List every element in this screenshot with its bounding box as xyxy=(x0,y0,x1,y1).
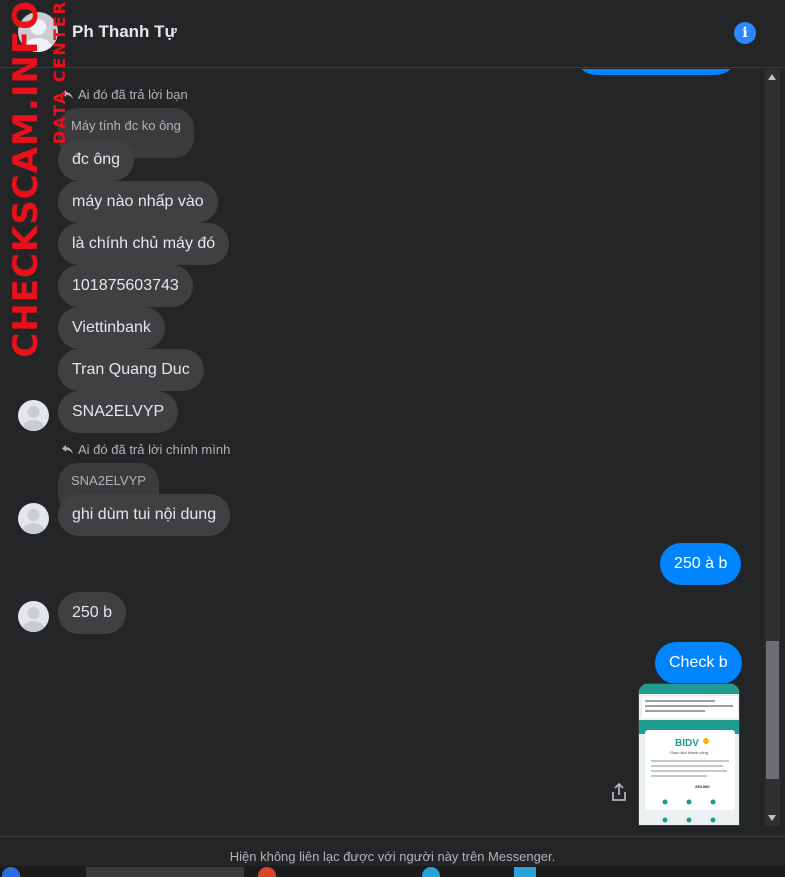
outgoing-message[interactable]: 250 à b xyxy=(660,543,742,585)
bank-receipt-image: BIDV Giao dịch thành công 250.000 xyxy=(639,684,739,825)
sender-avatar[interactable] xyxy=(18,503,49,534)
quoted-message-text: Máy tính đc ko ông xyxy=(71,118,181,133)
taskbar-app-button[interactable] xyxy=(422,867,440,877)
reply-indicator-text: Ai đó đã trả lời chính mình xyxy=(78,442,231,457)
reply-indicator: Ai đó đã trả lời bạn xyxy=(62,87,188,102)
sender-avatar[interactable] xyxy=(18,601,49,632)
incoming-message[interactable]: ghi dùm tui nội dung xyxy=(58,494,231,536)
incoming-message[interactable]: Tran Quang Duc xyxy=(58,349,204,391)
unavailable-notice-text: Hiện không liên lạc được với người này t… xyxy=(229,849,556,864)
os-taskbar xyxy=(0,866,785,877)
outgoing-bubble-partial[interactable] xyxy=(575,69,737,75)
taskbar-app-button[interactable] xyxy=(86,867,244,877)
incoming-message[interactable]: SNA2ELVYP xyxy=(58,391,179,433)
reply-arrow-icon xyxy=(62,87,73,102)
incoming-message[interactable]: 250 b xyxy=(58,592,127,634)
scrollbar-thumb[interactable] xyxy=(766,641,779,779)
contact-avatar[interactable] xyxy=(18,12,58,52)
quoted-message-text: SNA2ELVYP xyxy=(71,473,146,488)
image-attachment[interactable]: BIDV Giao dịch thành công 250.000 xyxy=(638,683,740,826)
contact-name[interactable]: Ph Thanh Tự xyxy=(72,22,177,41)
scroll-down-arrow-icon[interactable] xyxy=(768,815,776,821)
incoming-message[interactable]: là chính chủ máy đó xyxy=(58,223,230,265)
taskbar-app-button[interactable] xyxy=(2,867,20,877)
incoming-message[interactable]: Viettinbank xyxy=(58,307,165,349)
scroll-up-arrow-icon[interactable] xyxy=(768,74,776,80)
outgoing-message[interactable]: Check b xyxy=(655,642,742,684)
receipt-amount: 250.000 xyxy=(695,784,710,789)
reply-indicator-text: Ai đó đã trả lời bạn xyxy=(78,87,188,102)
share-icon[interactable] xyxy=(608,781,630,803)
incoming-message[interactable]: máy nào nhấp vào xyxy=(58,181,218,223)
chat-scrollbar[interactable] xyxy=(765,69,780,826)
reply-indicator: Ai đó đã trả lời chính mình xyxy=(62,442,230,457)
taskbar-app-button[interactable] xyxy=(514,867,536,877)
receipt-title: Giao dịch thành công xyxy=(670,750,708,755)
unavailable-notice: Hiện không liên lạc được với người này t… xyxy=(0,836,785,866)
conversation-header: Ph Thanh Tự i xyxy=(0,0,785,68)
incoming-message[interactable]: đc ông xyxy=(58,139,135,181)
sender-avatar[interactable] xyxy=(18,400,49,431)
info-icon[interactable]: i xyxy=(734,22,756,44)
message-list[interactable]: Ai đó đã trả lời bạn Máy tính đc ko ông … xyxy=(0,69,765,826)
incoming-message[interactable]: 101875603743 xyxy=(58,265,193,307)
reply-arrow-icon xyxy=(62,442,73,457)
bank-logo-text: BIDV xyxy=(675,738,699,749)
taskbar-app-button[interactable] xyxy=(258,867,276,877)
